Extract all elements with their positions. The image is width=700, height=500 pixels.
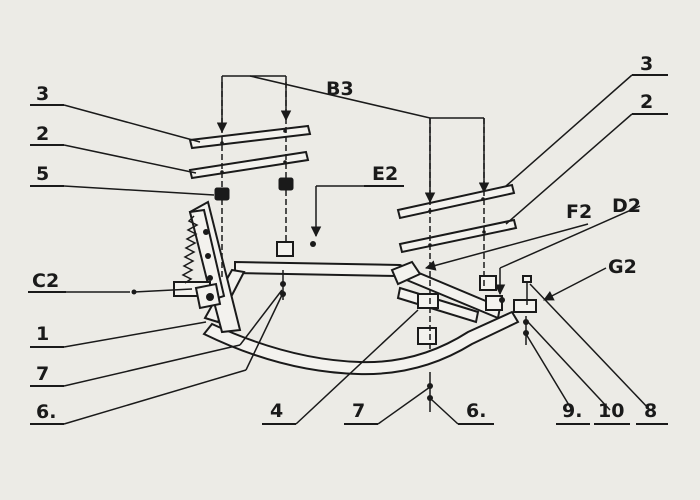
plate-2-right bbox=[398, 218, 518, 254]
label-bottom-4: 4 bbox=[270, 400, 283, 422]
label-left-6: 6. bbox=[36, 401, 56, 423]
label-left-3: 3 bbox=[36, 83, 49, 105]
label-bottom-8: 8 bbox=[644, 400, 657, 422]
label-e2: E2 bbox=[372, 163, 398, 185]
label-right-2: 2 bbox=[640, 91, 653, 113]
label-left-7: 7 bbox=[36, 363, 49, 385]
label-f2: F2 bbox=[566, 201, 592, 223]
label-left-2: 2 bbox=[36, 123, 49, 145]
b3-callout bbox=[216, 75, 490, 204]
label-bottom-7: 7 bbox=[352, 400, 365, 422]
tension-spring bbox=[181, 215, 199, 284]
label-right-3: 3 bbox=[640, 53, 653, 75]
label-bottom-10: 10 bbox=[598, 400, 624, 422]
plate-3-left bbox=[188, 124, 312, 150]
plate-3-right bbox=[396, 183, 516, 220]
main-frame bbox=[202, 241, 537, 376]
label-bottom-9: 9. bbox=[562, 400, 582, 422]
label-d2: D2 bbox=[612, 195, 641, 217]
label-b3: B3 bbox=[326, 78, 354, 100]
label-g2: G2 bbox=[608, 256, 637, 278]
label-bottom-6: 6. bbox=[466, 400, 486, 422]
side-bracket bbox=[173, 200, 242, 334]
plate-2-left bbox=[188, 150, 310, 180]
label-left-5: 5 bbox=[36, 163, 49, 185]
label-c2: C2 bbox=[32, 270, 59, 292]
label-left-1: 1 bbox=[36, 323, 49, 345]
c2-bolt bbox=[133, 288, 193, 293]
